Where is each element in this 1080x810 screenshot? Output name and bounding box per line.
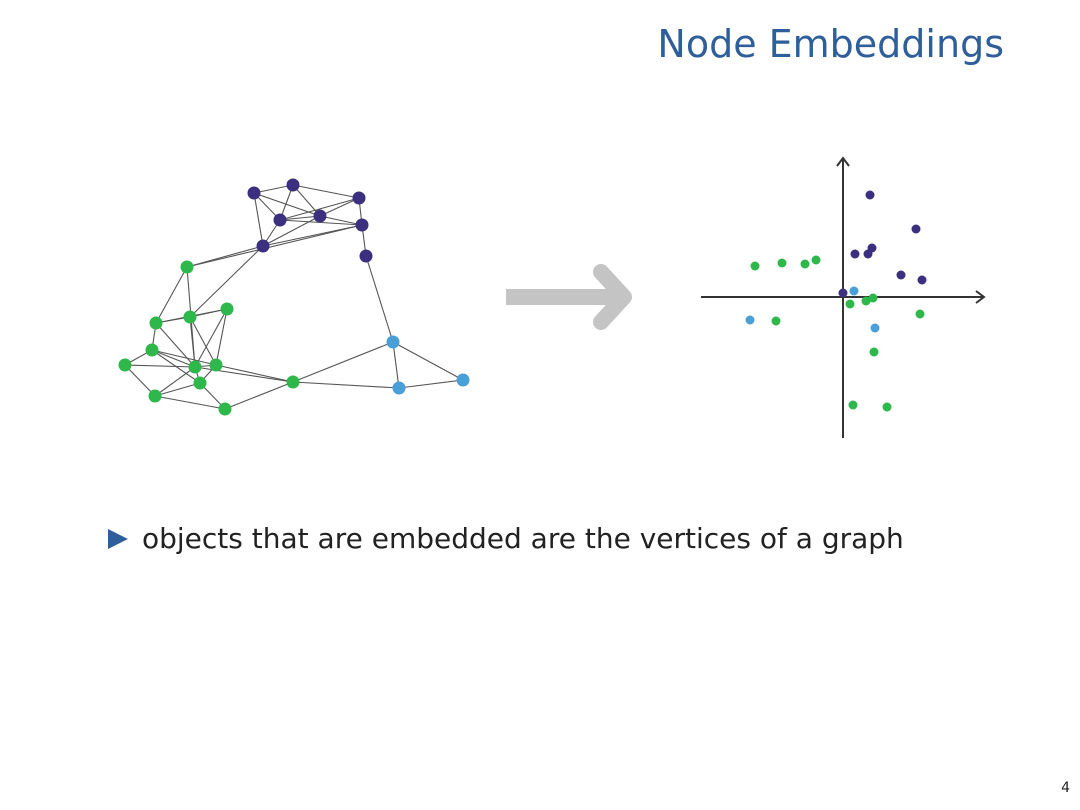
graph-edge: [155, 322, 196, 368]
graph-edge: [292, 184, 360, 199]
graph-node: [286, 178, 300, 192]
transform-arrow-icon: [506, 264, 632, 330]
embedding-point: [848, 400, 858, 410]
graph-edge: [194, 366, 294, 383]
embedding-point: [882, 402, 892, 412]
x-axis-arrowhead: [975, 290, 986, 304]
bullet-text: objects that are embedded are the vertic…: [142, 522, 904, 555]
graph-node: [392, 381, 406, 395]
graph-edge: [292, 341, 394, 383]
graph-nodes: [118, 178, 470, 416]
graph-edge: [392, 341, 464, 381]
graph-edge: [279, 197, 360, 221]
graph-node: [247, 186, 261, 200]
graph-edge: [154, 366, 196, 397]
graph-node: [148, 389, 162, 403]
graph-node: [180, 260, 194, 274]
graph-edge: [253, 184, 294, 194]
graph-edge: [155, 266, 188, 324]
embedding-point: [777, 258, 787, 268]
graph-edge: [398, 379, 464, 389]
graph-edge: [392, 341, 400, 389]
graph-node: [386, 335, 400, 349]
graph-edge: [253, 192, 321, 217]
graph-edge: [279, 215, 321, 221]
graph-node: [256, 239, 270, 253]
graph-edge: [186, 224, 363, 268]
graph-node: [193, 376, 207, 390]
graph-node: [149, 316, 163, 330]
embedding-points: [745, 190, 927, 412]
graph-node: [118, 358, 132, 372]
graph-edge: [319, 197, 360, 217]
graph-node: [273, 213, 287, 227]
embedding-point: [771, 316, 781, 326]
graph-edge: [319, 215, 363, 226]
graph-edge: [292, 184, 321, 217]
graph-edge: [292, 381, 400, 389]
graph-node: [313, 209, 327, 223]
graph-edge: [124, 364, 196, 368]
graph-edge: [253, 192, 264, 247]
graph-edge: [189, 245, 264, 318]
page-number: 4: [1061, 780, 1070, 796]
graph-node: [359, 249, 373, 263]
embedding-point: [850, 249, 860, 259]
embedding-point: [915, 309, 925, 319]
graph-edge: [124, 364, 156, 397]
embedding-point: [849, 286, 859, 296]
embedding-point: [811, 255, 821, 265]
embedding-point: [868, 293, 878, 303]
embedding-point: [896, 270, 906, 280]
bullet-item: objects that are embedded are the vertic…: [108, 522, 904, 555]
graph-node: [352, 191, 366, 205]
embedding-point: [867, 243, 877, 253]
graph-edge: [215, 364, 294, 383]
embedding-point: [869, 347, 879, 357]
graph-node: [286, 375, 300, 389]
graph-edges: [124, 184, 464, 410]
graph-node: [218, 402, 232, 416]
embedding-point: [745, 315, 755, 325]
triangle-right-icon: [108, 528, 128, 549]
embedding-point: [917, 275, 927, 285]
graph-node: [209, 358, 223, 372]
graph-node: [145, 343, 159, 357]
slide-title: Node Embeddings: [657, 22, 1004, 66]
embedding-point: [870, 323, 880, 333]
graph-edge: [189, 316, 196, 368]
graph-edge: [194, 308, 228, 368]
graph-edge: [189, 316, 217, 366]
graph-edge: [154, 395, 226, 410]
graph-edge: [215, 308, 228, 366]
embedding-point: [865, 190, 875, 200]
embedding-point: [861, 296, 871, 306]
graph-edge: [154, 382, 201, 397]
embedding-point: [911, 224, 921, 234]
graph-node: [183, 310, 197, 324]
graph-edge: [151, 349, 196, 368]
graph-node: [220, 302, 234, 316]
embedding-point: [800, 259, 810, 269]
embedding-point: [845, 299, 855, 309]
embedding-axes: [701, 156, 986, 438]
graph-edge: [151, 349, 201, 384]
graph-node: [456, 373, 470, 387]
graph-edge: [262, 215, 321, 247]
graph-edge: [365, 255, 394, 343]
embedding-point: [750, 261, 760, 271]
graph-node: [355, 218, 369, 232]
graph-node: [188, 360, 202, 374]
embedding-point: [838, 288, 848, 298]
graph-edge: [279, 219, 363, 226]
graph-edge: [224, 381, 294, 410]
graph-edge: [151, 349, 217, 366]
y-axis-arrowhead: [836, 156, 850, 167]
